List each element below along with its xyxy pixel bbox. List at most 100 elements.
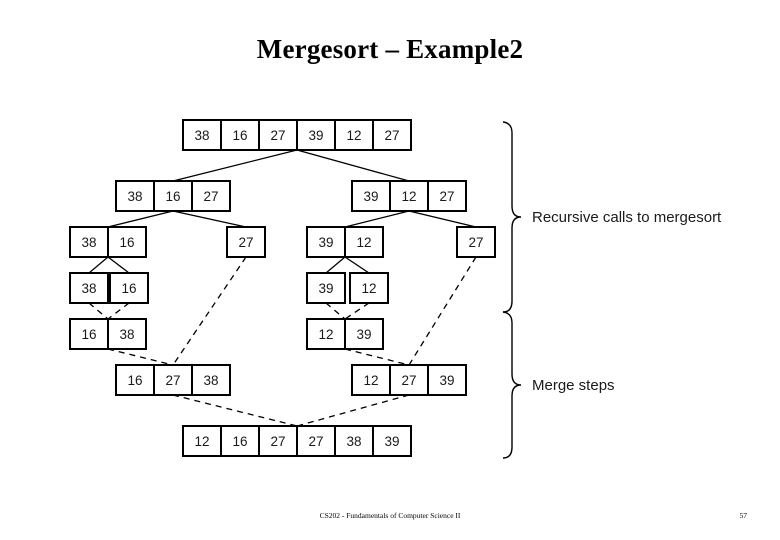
array-cell <box>109 272 149 304</box>
array-cell <box>306 272 346 304</box>
merge-edge <box>325 302 346 320</box>
array-cell-value: 12 <box>363 373 378 388</box>
array-cell <box>296 119 336 151</box>
curly-brace-icon <box>502 121 522 313</box>
split-edges <box>88 149 477 274</box>
array-cell <box>115 180 155 212</box>
array-cell-value: 27 <box>439 189 454 204</box>
array-cell-value: 38 <box>81 281 96 296</box>
array-cell-value: 27 <box>401 373 416 388</box>
array-cell-value: 27 <box>270 434 285 449</box>
array-cell-value: 39 <box>363 189 378 204</box>
array-node: 38 <box>69 272 109 304</box>
split-edge <box>325 256 346 274</box>
array-cell-value: 27 <box>203 189 218 204</box>
merge-edge <box>296 394 410 427</box>
array-cell-value: 38 <box>119 327 134 342</box>
array-cell-value: 16 <box>165 189 180 204</box>
split-edge <box>107 256 130 274</box>
array-cell-value: 12 <box>361 281 376 296</box>
array-cell <box>306 226 346 258</box>
array-cell-value: 39 <box>318 281 333 296</box>
array-cell <box>372 119 412 151</box>
split-edge <box>88 256 109 274</box>
merge-edge <box>88 302 109 320</box>
split-edge <box>172 149 298 182</box>
array-cell <box>191 180 231 212</box>
merge-edge <box>107 302 130 320</box>
array-cell-value: 16 <box>121 281 136 296</box>
array-cell-value: 27 <box>270 128 285 143</box>
array-cell-value: 38 <box>346 434 361 449</box>
array-cell-value: 16 <box>232 128 247 143</box>
array-cell <box>153 364 193 396</box>
curly-brace-icon <box>502 311 522 459</box>
merge-edge <box>107 348 174 366</box>
array-cell-value: 38 <box>194 128 209 143</box>
array-cell <box>69 318 109 350</box>
array-cell <box>389 180 429 212</box>
array-cell-value: 16 <box>127 373 142 388</box>
array-cell-value: 39 <box>308 128 323 143</box>
brace-label: Recursive calls to mergesort <box>532 209 722 226</box>
array-node: 12 27 39 <box>351 364 467 396</box>
array-cell <box>258 119 298 151</box>
array-cell <box>226 226 266 258</box>
array-cell-value: 39 <box>439 373 454 388</box>
page-title: Mergesort – Example2 <box>256 34 524 64</box>
array-cell-value: 12 <box>401 189 416 204</box>
array-cell-value: 12 <box>194 434 209 449</box>
array-cell <box>427 180 467 212</box>
array-node: 12 <box>349 272 389 304</box>
split-edge <box>296 149 410 182</box>
array-cell <box>107 318 147 350</box>
array-cell <box>344 318 384 350</box>
array-cell-value: 27 <box>468 235 483 250</box>
array-node: 16 <box>109 272 149 304</box>
merge-edges <box>88 256 477 427</box>
split-edge <box>344 210 410 228</box>
array-cell-value: 16 <box>232 434 247 449</box>
array-cell <box>349 272 389 304</box>
array-cell-value: 16 <box>81 327 96 342</box>
array-cell-value: 38 <box>203 373 218 388</box>
footer-course-note: CS202 - Fundamentals of Computer Science… <box>319 511 461 520</box>
array-cell <box>153 180 193 212</box>
array-cell-value: 39 <box>384 434 399 449</box>
array-cell-value: 12 <box>356 235 371 250</box>
array-node: 38 16 <box>69 226 147 258</box>
array-cell <box>344 226 384 258</box>
array-cell-value: 38 <box>81 235 96 250</box>
merge-edge <box>344 348 410 366</box>
array-cell <box>191 364 231 396</box>
page-number: 57 <box>739 511 748 520</box>
array-cell <box>69 272 109 304</box>
array-cell-value: 16 <box>119 235 134 250</box>
array-cell <box>107 226 147 258</box>
split-edge <box>408 210 477 228</box>
array-cell-value: 12 <box>318 327 333 342</box>
array-node: 16 27 38 <box>115 364 231 396</box>
array-cell-value: 27 <box>238 235 253 250</box>
merge-edge <box>408 256 477 366</box>
array-cell <box>306 318 346 350</box>
array-cell-value: 27 <box>165 373 180 388</box>
split-edge <box>107 210 174 228</box>
array-cell <box>372 425 412 457</box>
merge-edge <box>172 394 298 427</box>
array-cell <box>220 119 260 151</box>
merge-edge <box>172 256 247 366</box>
array-node: 39 <box>306 272 346 304</box>
array-cell <box>351 364 391 396</box>
brace-label: Merge steps <box>532 377 615 394</box>
